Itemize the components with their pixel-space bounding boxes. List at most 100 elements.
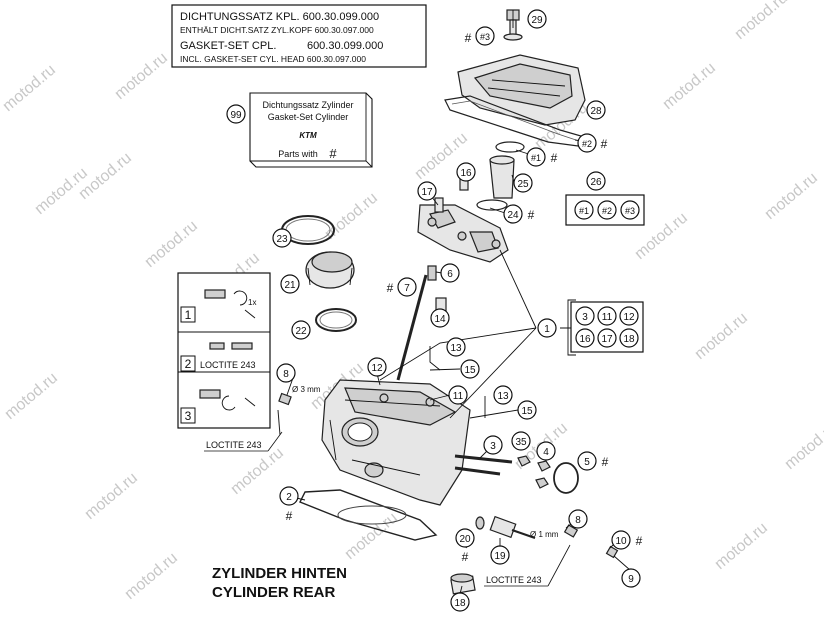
svg-text:8: 8: [575, 515, 581, 526]
callout-2[interactable]: 2#: [279, 486, 299, 523]
svg-text:#: #: [286, 509, 293, 523]
title-line-1: ZYLINDER HINTEN: [212, 565, 347, 582]
svg-text:#1: #1: [531, 153, 541, 163]
watermark: motod.ru: [732, 0, 791, 43]
callout-4[interactable]: 4: [536, 441, 556, 461]
ktm-logo: KTM: [299, 131, 317, 140]
watermark: motod.ru: [0, 61, 59, 115]
valve-cover: [444, 54, 590, 147]
callout-6[interactable]: 6: [440, 263, 460, 283]
callout-23[interactable]: 23: [272, 228, 292, 248]
watermark: motod.ru: [2, 369, 61, 423]
watermark: motod.ru: [692, 309, 751, 363]
svg-text:19: 19: [494, 551, 506, 562]
svg-text:23: 23: [276, 234, 288, 245]
callout-25[interactable]: 25: [513, 173, 533, 193]
svg-text:3: 3: [490, 441, 496, 452]
oil-jets: [277, 392, 619, 559]
diagram-title: ZYLINDER HINTEN CYLINDER REAR: [212, 565, 347, 601]
callout-11[interactable]: 11: [448, 385, 468, 405]
svg-text:15: 15: [464, 365, 476, 376]
callout-8-left[interactable]: 8: [276, 363, 296, 383]
assembly-steps-panel: 1 2 3 1x LOCTITE 243: [177, 272, 271, 429]
intake-parts: [281, 215, 357, 332]
watermark: motod.ru: [660, 59, 719, 113]
callouts: 29 ##3 28 #2# #1# 25 16 17 24# 23 21 22 …: [272, 9, 643, 612]
svg-text:20: 20: [459, 534, 471, 545]
callout-29[interactable]: 29: [527, 9, 547, 29]
callout-20[interactable]: 20#: [455, 528, 475, 564]
callout-24[interactable]: 24#: [503, 204, 535, 224]
step-note: 1x: [248, 298, 256, 307]
dimension-1mm: Ø 1 mm: [530, 530, 559, 539]
kit-number: 99: [230, 110, 242, 121]
svg-text:11: 11: [453, 391, 464, 402]
group-item: 12: [623, 312, 635, 323]
kit-hash: #: [329, 146, 337, 161]
svg-text:2: 2: [286, 492, 292, 503]
cylinder-head: [321, 379, 471, 506]
svg-text:#3: #3: [480, 32, 490, 42]
callout-10[interactable]: 10 #: [611, 530, 643, 550]
kit-line-3: Parts with: [278, 149, 318, 159]
svg-text:25: 25: [517, 179, 529, 190]
callout-9[interactable]: 9: [621, 568, 641, 588]
svg-text:16: 16: [460, 168, 472, 179]
svg-text:4: 4: [543, 447, 549, 458]
callout-15-lower[interactable]: 15: [517, 400, 537, 420]
svg-text:#: #: [551, 151, 558, 165]
callout-17[interactable]: 17: [417, 181, 437, 201]
studs-nuts: [454, 454, 579, 494]
callout-18[interactable]: 18: [450, 592, 470, 612]
loctite-label-left: LOCTITE 243: [206, 440, 262, 450]
callout-3[interactable]: 3: [483, 435, 503, 455]
callout-13-lower[interactable]: 13: [493, 385, 513, 405]
step-3: 3: [185, 409, 192, 423]
callout-14[interactable]: 14: [430, 308, 450, 328]
callout-12[interactable]: 12: [367, 357, 387, 377]
callout-hash-3[interactable]: ##3: [465, 26, 495, 46]
group-item: 17: [601, 334, 613, 345]
svg-text:10: 10: [615, 536, 627, 547]
sensor-and-plug: [450, 515, 536, 595]
callout-hash-2[interactable]: #2 #: [577, 133, 608, 153]
gasket-line-1: DICHTUNGSSATZ KPL. 600.30.099.000: [180, 11, 379, 23]
svg-text:#: #: [387, 281, 394, 295]
watermark: motod.ru: [82, 469, 141, 523]
svg-text:#: #: [636, 534, 643, 548]
callout-8-right[interactable]: 8: [568, 509, 588, 529]
watermark: motod.ru: [142, 217, 201, 271]
callout-28[interactable]: 28: [586, 100, 606, 120]
spark-plug-tube: [476, 141, 525, 211]
group-item: 11: [602, 312, 613, 323]
svg-text:7: 7: [404, 283, 410, 294]
svg-text:#2: #2: [582, 139, 592, 149]
callout-hash-1[interactable]: #1 #: [526, 147, 558, 167]
callout-16[interactable]: 16: [456, 162, 476, 182]
callout-7[interactable]: #7: [387, 277, 417, 297]
callout-35[interactable]: 35: [511, 431, 531, 451]
callout-1[interactable]: 1: [537, 318, 557, 338]
callout-13-upper[interactable]: 13: [446, 337, 466, 357]
annotations: LOCTITE 243 LOCTITE 243 Ø 3 mm Ø 1 mm: [204, 385, 571, 587]
callout-21[interactable]: 21: [280, 274, 300, 294]
loctite-label-step: LOCTITE 243: [200, 360, 256, 370]
callout-15-upper[interactable]: 15: [460, 359, 480, 379]
set-item-2: #2: [602, 206, 612, 216]
callout-22[interactable]: 22: [291, 320, 311, 340]
svg-text:17: 17: [421, 187, 433, 198]
svg-text:#: #: [601, 137, 608, 151]
kit-line-2: Gasket-Set Cylinder: [268, 112, 349, 122]
gasket-set-box: DICHTUNGSSATZ KPL. 600.30.099.000 ENTHÄL…: [171, 4, 427, 68]
svg-text:13: 13: [450, 343, 462, 354]
step-1: 1: [185, 308, 192, 322]
set-box: 26 #1 #2 #3: [565, 171, 645, 226]
title-line-2: CYLINDER REAR: [212, 584, 336, 601]
callout-5[interactable]: 5#: [577, 451, 609, 471]
svg-text:24: 24: [507, 210, 519, 221]
dimension-3mm: Ø 3 mm: [292, 385, 321, 394]
svg-text:22: 22: [295, 326, 307, 337]
callout-19[interactable]: 19: [490, 545, 510, 565]
svg-text:15: 15: [521, 406, 533, 417]
